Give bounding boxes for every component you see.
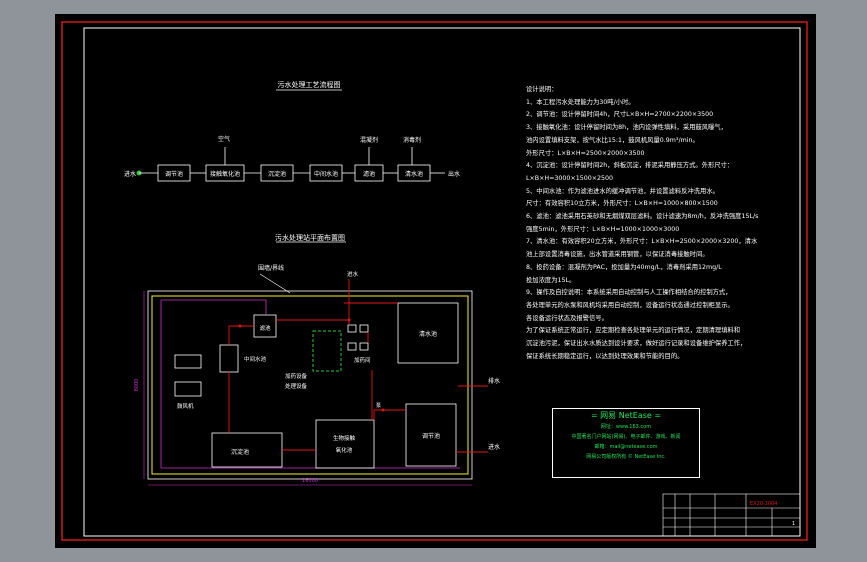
- process-stage-adjust: 调节池: [157, 164, 191, 182]
- title-block-drawing-no: EX20-1004: [750, 501, 777, 507]
- dim-bottom-text: 16000: [302, 478, 318, 484]
- site-clear-tank: 清水池: [397, 302, 459, 364]
- svg-text:生物接触: 生物接触: [333, 434, 356, 442]
- pump-label: 泵: [376, 403, 381, 409]
- stamp-title: = 网易 NetEase =: [590, 411, 662, 420]
- title-block-rev: 1: [792, 521, 795, 527]
- notes-line: 4、沉淀池：设计停留时间2h，斜板沉淀，排泥采用静压方式。外形尺寸：: [526, 162, 734, 170]
- notes-line: 池内设置填料支架，按气水比15:1，鼓风机风量0.9m³/min。: [526, 136, 699, 144]
- notes-line: 强度5min，外形尺寸：L×B×H=1000×1000×3000: [526, 225, 680, 233]
- notes-line: 5、中间水池：作为滤池进水的缓冲调节池，并设置滤料反冲洗用水。: [526, 187, 719, 195]
- outer-frame: [61, 21, 808, 541]
- notes-line: L×B×H=3000×1500×2500: [526, 174, 614, 182]
- svg-text:接触氧化池: 接触氧化池: [210, 170, 240, 178]
- site-pump-box-1: [174, 354, 202, 369]
- notes-line: 8、投药设备：混凝剂为PAC，投加量为40mg/L，消毒剂采用12mg/L: [526, 263, 722, 271]
- notes-line: 3、接触氧化池：设计停留时间为8h，池内设弹性填料，采用鼓风曝气，: [526, 124, 727, 132]
- site-sediment: 沉淀池: [211, 432, 283, 468]
- stamp-line-2: 中国著名门户网站(网易)、电子邮件、游戏、新闻: [571, 434, 681, 440]
- site-boundary: [147, 290, 473, 480]
- svg-text:清水池: 清水池: [419, 330, 437, 338]
- equipment-label-1: 加药设备: [285, 372, 308, 380]
- svg-text:滤池: 滤池: [363, 170, 375, 178]
- process-stage-sediment: 沉淀池: [260, 164, 294, 182]
- netease-stamp: = 网易 NetEase = 网址：www.163.com 中国著名门户网站(网…: [552, 408, 700, 478]
- site-pump-box-2: [174, 381, 202, 397]
- stamp-line-4: 网易公司版权所有 © NetEase Inc.: [586, 454, 666, 460]
- top-pipe-label: 进水: [347, 270, 359, 278]
- site-bio-tank: 生物接触 氧化池: [315, 419, 375, 469]
- svg-text:沉淀池: 沉淀池: [268, 170, 286, 178]
- svg-text:中间水池: 中间水池: [314, 170, 338, 178]
- site-adjust-tank: 调节池: [405, 403, 457, 467]
- stamp-line-3: 邮箱：mail@netease.com: [594, 444, 658, 450]
- site-mid-tank: 中间水池: [219, 344, 267, 373]
- process-stage-filter: 滤池: [354, 164, 384, 182]
- notes-line: 尺寸：有效容积10立方米，外形尺寸：L×B×H=1000×800×1500: [526, 200, 718, 208]
- notes-line: 7、清水池：有效容积20立方米，外形尺寸：L×B×H=2500×2000×320…: [526, 238, 758, 246]
- svg-text:清水池: 清水池: [405, 170, 423, 178]
- input-disinfectant-label: 消毒剂: [403, 136, 421, 144]
- dim-left-text: 8000: [134, 379, 140, 392]
- notes-lines: 1、本工程污水处理能力为30吨/小时。 2、调节池：设计停留时间4h，尺寸L×B×…: [526, 97, 811, 364]
- notes-line: 1、本工程污水处理能力为30吨/小时。: [526, 98, 635, 106]
- notes-line: 池上部设置消毒设施，出水管道采用钢管，以保证消毒接触时间。: [526, 251, 709, 259]
- notes-line: 各设备运行状态及报警信号。: [526, 314, 608, 322]
- site-pipes: [228, 279, 488, 453]
- site-filter: 滤池: [253, 314, 277, 338]
- svg-text:调节池: 调节池: [165, 170, 183, 178]
- dosing-label: 加药间: [354, 356, 371, 364]
- input-coagulant-label: 混凝剂: [360, 136, 378, 144]
- boundary-label: 围墙/界线: [258, 264, 284, 272]
- process-stage-clear: 清水池: [397, 164, 431, 182]
- design-notes: 设计说明： 1、本工程污水处理能力为30吨/小时。 2、调节池：设计停留时间4h，…: [526, 84, 811, 363]
- notes-line: 2、调节池：设计停留时间4h，尺寸L×B×H=2700×2200×3500: [526, 111, 714, 119]
- process-title: 污水处理工艺流程图: [278, 80, 341, 89]
- svg-text:沉淀池: 沉淀池: [231, 448, 249, 456]
- drawing-sheet: [55, 14, 816, 548]
- svg-text:滤池: 滤池: [259, 324, 271, 332]
- notes-line: 各处理单元的水泵和风机均采用自动控制，设备运行状态通过控制柜显示。: [526, 301, 734, 309]
- inner-frame: [83, 27, 801, 537]
- svg-text:氧化池: 氧化池: [336, 446, 353, 454]
- process-inlet-label: 进水: [124, 170, 136, 178]
- process-stage-mid: 中间水池: [309, 164, 343, 182]
- input-air-label: 空气: [218, 135, 230, 143]
- site-equipment-dashed: [312, 330, 342, 372]
- equipment-label-2: 处理设备: [285, 382, 308, 390]
- notes-line: 9、操作及自控说明：本系统采用自动控制与人工操作相结合的控制方式，: [526, 289, 732, 297]
- process-stage-aeration: 接触氧化池: [205, 164, 245, 182]
- notes-line: 投加浓度为15L。: [526, 276, 576, 284]
- svg-text:调节池: 调节池: [422, 432, 440, 440]
- process-outlet-label: 出水: [448, 170, 460, 178]
- notes-title: 设计说明：: [526, 86, 558, 93]
- notes-line: 沉淀池污泥，保证出水水质达到设计要求，做好运行记录和设备维护保养工作，: [526, 340, 747, 348]
- outlet-pipe-label: 排水: [488, 377, 500, 385]
- site-plan-title: 污水处理站平面布置图: [275, 233, 345, 242]
- stamp-line-1: 网址：www.163.com: [600, 424, 652, 430]
- blower-label: 鼓风机: [177, 402, 194, 410]
- site-wall: [151, 295, 469, 475]
- notes-line: 为了保证系统正常运行，应定期检查各处理单元的运行情况，定期清理填料和: [526, 327, 741, 335]
- title-block: [662, 493, 801, 537]
- notes-line: 外形尺寸：L×B×H=2500×2000×3500: [526, 149, 645, 157]
- svg-text:中间水池: 中间水池: [244, 355, 267, 363]
- notes-line: 6、滤池：滤池采用石英砂和无烟煤双层滤料。设计滤速为8m/h，反冲洗强度15L/…: [526, 213, 759, 221]
- notes-line: 保证系统长期稳定运行，以达到处理效果和节能的目的。: [526, 352, 684, 360]
- inlet-right-label: 进水: [488, 443, 500, 451]
